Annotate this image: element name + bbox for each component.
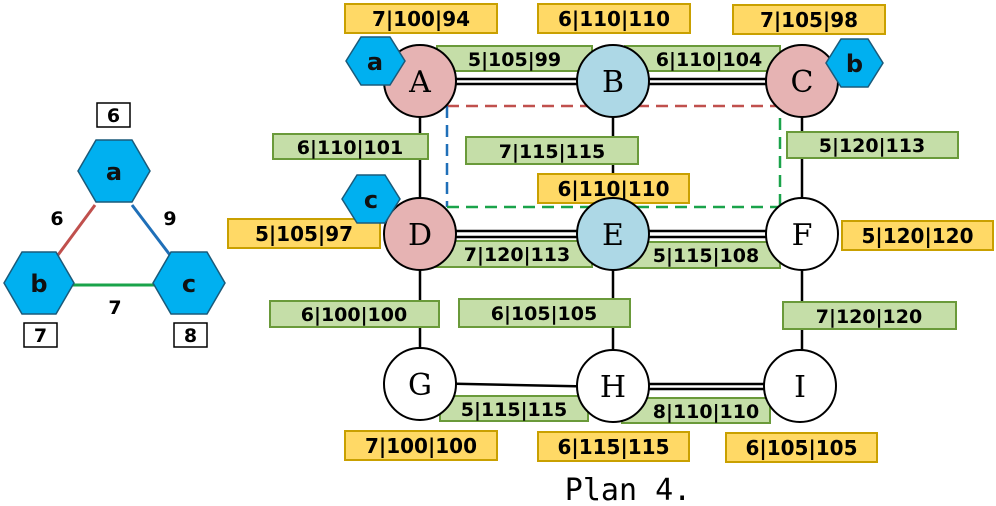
edge-label-text-D-G: 6|100|100 (301, 304, 407, 326)
triangle-weight-box-c (173, 322, 208, 348)
node-label-text-I: 6|105|105 (745, 436, 857, 460)
edge-label-text-H-I: 8|110|110 (653, 401, 759, 423)
edge-label-H-I: 8|110|110 (621, 397, 771, 424)
grid-nodes: A B C D E F G H (383, 44, 839, 423)
node-label-F: 5|120|120 (841, 220, 994, 251)
edge-label-D-E: 7|120|113 (435, 240, 593, 268)
placement-hexagon-c: c (341, 174, 401, 224)
placement-hexagon-label-b: b (846, 50, 863, 78)
caption: Plan 4. (565, 473, 691, 506)
node-letter-E: E (602, 218, 624, 253)
triangle-weight-a: 6 (107, 105, 120, 127)
edge-label-text-E-H: 6|105|105 (491, 303, 597, 325)
node-label-text-B: 6|110|110 (558, 7, 670, 31)
triangle-graph: 6 9 7 6 7 8 a b c (3, 102, 226, 348)
edge-label-F-I: 7|120|120 (782, 301, 957, 330)
node-label-H: 6|115|115 (537, 431, 690, 462)
placement-hexagon-label-c: c (364, 186, 378, 214)
edge-label-D-G: 6|100|100 (269, 300, 440, 328)
edge-label-A-D: 6|110|101 (272, 133, 429, 160)
triangle-hexagon-label-c: c (182, 270, 196, 298)
triangle-edge-label-b-c: 7 (108, 297, 121, 319)
triangle-hexagon-a: a (77, 139, 151, 203)
node-letter-G: G (408, 368, 432, 403)
triangle-hexagon-c: c (152, 251, 226, 315)
triangle-weight-box-b (23, 322, 58, 348)
triangle-hexagon-b: b (3, 251, 75, 315)
placement-hexagons: a b c (341, 36, 884, 224)
node-label-C: 7|105|98 (732, 4, 886, 35)
node-E: E (576, 197, 650, 271)
edge-label-B-E: 7|115|115 (465, 136, 639, 165)
node-D: D (383, 197, 457, 271)
triangle-edge-a-c (130, 204, 172, 256)
triangle-weight-b: 7 (34, 325, 47, 347)
edge-label-text-D-E: 7|120|113 (464, 244, 570, 266)
node-letter-C: C (791, 65, 814, 100)
node-label-text-A: 7|100|94 (372, 7, 470, 31)
node-label-D: 5|105|97 (227, 218, 381, 249)
edge-label-E-H: 6|105|105 (458, 298, 631, 328)
node-label-text-E: 6|110|110 (557, 177, 669, 201)
triangle-hexagon-label-b: b (30, 270, 47, 298)
placement-hexagon-a: a (345, 36, 406, 86)
node-label-text-C: 7|105|98 (760, 8, 858, 32)
node-label-text-G: 7|100|100 (365, 434, 477, 458)
edge-label-text-F-I: 7|120|120 (816, 306, 922, 328)
node-B: B (576, 44, 650, 118)
triangle-edge-label-a-b: 6 (50, 208, 63, 230)
edge-labels: 5|105|99 6|110|104 6|110|101 7|115|115 5… (269, 45, 959, 424)
node-I: I (763, 349, 837, 423)
edge-label-E-F: 5|115|108 (623, 241, 781, 269)
node-letter-I: I (794, 370, 806, 405)
edge-label-text-B-C: 6|110|104 (656, 49, 762, 71)
node-labels: 7|100|94 6|110|110 7|105|98 5|105|97 6|1… (227, 3, 994, 463)
node-letter-F: F (792, 218, 813, 253)
node-label-A: 7|100|94 (344, 3, 498, 34)
node-letter-H: H (600, 370, 626, 405)
node-C: C (765, 44, 839, 118)
triangle-weight-c: 8 (184, 325, 197, 347)
dashed-region (445, 104, 782, 209)
triangle-hexagon-label-a: a (106, 158, 122, 186)
edge-label-text-G-H: 5|115|115 (461, 399, 567, 421)
triangle-edge-label-a-c: 9 (163, 208, 176, 230)
node-label-text-D: 5|105|97 (255, 222, 353, 246)
placement-hexagon-b: b (825, 38, 884, 88)
node-letter-D: D (408, 218, 432, 253)
node-H: H (576, 349, 650, 423)
edge-label-B-C: 6|110|104 (624, 45, 781, 72)
node-letter-A: A (408, 65, 431, 100)
node-F: F (765, 197, 839, 271)
node-label-G: 7|100|100 (344, 430, 498, 461)
node-label-B: 6|110|110 (537, 3, 691, 34)
placement-hexagon-label-a: a (367, 48, 383, 76)
edge-label-C-F: 5|120|113 (786, 131, 959, 159)
node-G: G (383, 347, 457, 421)
edge-label-text-C-F: 5|120|113 (819, 135, 925, 157)
node-letter-B: B (602, 65, 624, 100)
node-label-I: 6|105|105 (725, 432, 878, 463)
triangle-edge-a-b (56, 204, 97, 256)
triangle-weight-box-a (96, 102, 131, 128)
node-label-text-F: 5|120|120 (861, 224, 973, 248)
edge-label-text-E-F: 5|115|108 (653, 245, 759, 267)
edge-label-A-B: 5|105|99 (436, 45, 593, 72)
edge-label-text-A-D: 6|110|101 (297, 137, 403, 159)
edge-label-text-A-B: 5|105|99 (468, 49, 561, 71)
node-label-text-H: 6|115|115 (557, 435, 669, 459)
edge-label-text-B-E: 7|115|115 (499, 141, 605, 163)
edge-label-G-H: 5|115|115 (439, 395, 589, 422)
